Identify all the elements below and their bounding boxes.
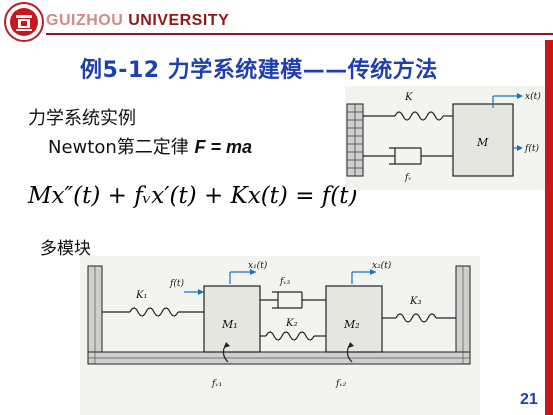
newton-law-formula: F = ma	[194, 137, 253, 157]
slide-title: 例5-12 力学系统建模——传统方法	[80, 58, 438, 83]
mass-label: M	[476, 136, 489, 149]
displacement-label: x(t)	[525, 91, 541, 102]
fv3-label: fᵥ₃	[279, 277, 291, 287]
spring-label: K	[404, 92, 413, 103]
x2-label: x₂(t)	[372, 260, 392, 271]
right-accent-bar	[545, 40, 553, 415]
fv2-label: fᵥ₂	[335, 379, 347, 389]
damper-label: fᵥ	[404, 173, 412, 183]
m2-label: M₂	[343, 318, 360, 331]
motion-equation: Mx″(t) + fᵥx′(t) + Kx(t) = f(t)	[28, 183, 358, 209]
k1-label: K₁	[135, 290, 147, 301]
fv1-label: fᵥ₁	[211, 379, 222, 389]
k2-label: K₂	[285, 318, 297, 329]
university-name: GUIZHOU UNIVERSITY	[46, 12, 229, 30]
university-word: UNIVERSITY	[128, 12, 230, 29]
multi-module-label: 多模块	[40, 239, 91, 259]
single-mass-diagram: K fᵥ M x(t) f(t)	[345, 86, 545, 190]
x1-label: x₁(t)	[248, 260, 268, 271]
force-label: f(t)	[524, 143, 539, 154]
header-rule	[46, 33, 553, 35]
two-mass-diagram: K₁ f(t) M₁ x₁(t) fᵥ₃ K₂ M₂ x₂(t)	[80, 256, 480, 415]
k3-label: K₃	[409, 296, 421, 307]
f-label: f(t)	[169, 278, 184, 289]
page-number: 21	[520, 391, 538, 408]
example-label: 力学系统实例	[28, 108, 136, 129]
m1-label: M₁	[221, 318, 238, 331]
newton-law-text: Newton第二定律	[48, 137, 189, 158]
newton-law-line: Newton第二定律 F = ma	[48, 133, 252, 159]
header: GUIZHOU UNIVERSITY	[0, 0, 553, 46]
university-logo	[4, 2, 44, 42]
university-prefix: GUIZHOU	[46, 12, 129, 29]
